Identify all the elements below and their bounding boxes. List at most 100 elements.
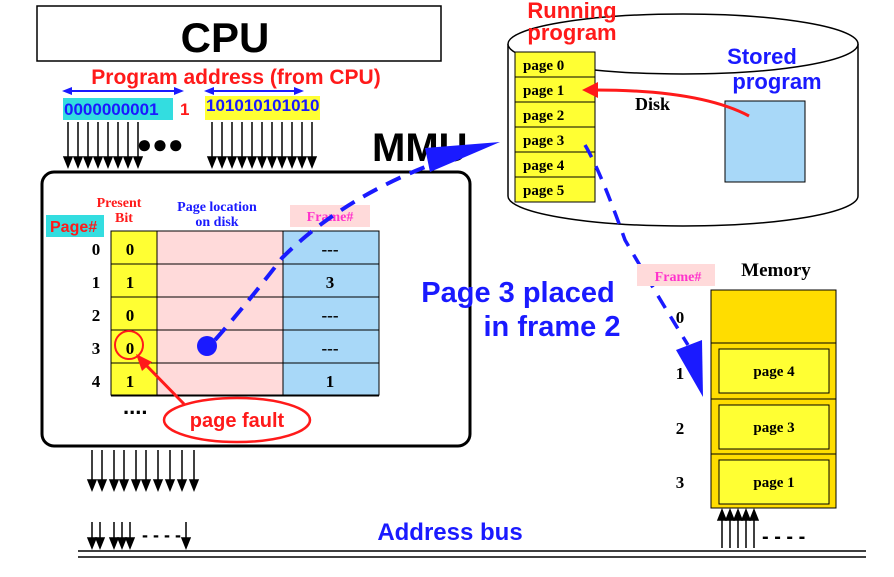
table-row: 2 0 --- [92,306,379,331]
bus-ellipsis-top: ●●● [136,129,183,159]
page-bits-last-digit: 1 [180,100,189,119]
running-program-page-label: page 1 [523,83,564,99]
address-line-arrow [86,450,98,493]
frame-column [282,230,380,396]
page-number: 0 [92,240,101,259]
address-line-arrow [164,450,176,493]
stored-program-line1: Stored [727,44,797,69]
present-bit-header-line2: Bit [115,211,133,226]
cpu-to-mmu-address-lines [62,122,318,170]
frame-value: --- [322,240,339,259]
present-bit-header-line1: Present [97,196,142,211]
memory-address-arrow [724,507,736,548]
address-line-arrow [118,450,130,493]
memory-address-arrow [748,507,760,548]
present-bit-value: 0 [126,240,135,259]
page-number: 2 [92,306,101,325]
running-program-page: page 2 [514,101,596,128]
page-load-dashed-path [583,144,690,346]
page-bits-span-arrow [62,87,184,95]
frame-value: 3 [326,273,335,292]
frame-value: --- [322,339,339,358]
page-number: 4 [92,372,101,391]
memory-frame: 0 [676,308,685,327]
page-num-header-bg [46,215,104,237]
running-program-page: page 3 [514,126,596,153]
page-fault-ellipse [162,396,312,444]
cpu-label: CPU [181,14,270,61]
address-line-arrow [188,450,200,493]
bus-to-memory-lines [716,507,760,548]
address-line-arrow [266,122,278,170]
bus-tap-arrow [124,522,136,551]
memory-title: Memory [741,260,811,281]
page-bits-value: 0000000001 [64,100,159,119]
mmu-to-bus-address-lines [86,450,200,493]
memory-address-arrow [716,507,728,548]
address-line-arrow [72,122,84,170]
page-bits-highlight [63,98,173,120]
present-bit-value: 0 [126,339,135,358]
running-program-page-label: page 0 [523,58,564,74]
stored-program-box [724,100,806,183]
running-program-page-label: page 2 [523,108,564,124]
address-line-arrow [236,122,248,170]
running-program-page: page 4 [514,151,596,178]
memory-frame-number: 2 [676,419,685,438]
address-line-arrow [62,122,74,170]
frame-value: 1 [326,372,335,391]
address-line-arrow [102,122,114,170]
address-bus-taps [86,522,192,551]
memory-frame-content: page 4 [753,364,795,380]
table-ellipsis: .... [123,394,147,419]
frame-value: --- [322,306,339,325]
address-line-arrow [206,122,218,170]
offset-bits-highlight [205,96,320,120]
address-line-arrow [286,122,298,170]
page-fault-circle [114,330,144,360]
running-program-page-label: page 5 [523,183,564,199]
address-line-arrow [82,122,94,170]
disk-label: Disk [635,94,670,114]
address-line-arrow [108,450,120,493]
lookup-arrowhead [425,142,500,172]
page-location-header-line1: Page location [177,200,257,215]
address-line-arrow [152,450,164,493]
load-program-arrow [582,82,750,118]
present-bit-value: 1 [126,273,135,292]
address-line-arrow [246,122,258,170]
page-fault-label: page fault [190,410,285,432]
memory-frame-number: 3 [676,473,685,492]
page-placed-line1: Page 3 placed [421,277,614,309]
memory-frame-content: page 1 [753,475,794,491]
address-line-arrow [132,122,144,170]
address-line-arrow [216,122,228,170]
running-program-title-line1: Running [527,0,616,23]
address-line-arrow [112,122,124,170]
address-line-arrow [226,122,238,170]
present-bit-value: 0 [126,306,135,325]
bus-tap-arrow [108,522,120,551]
address-line-arrow [296,122,308,170]
address-line-arrow [276,122,288,170]
address-line-arrow [140,450,152,493]
memory-frame-header: Frame# [655,270,702,285]
disk-location-dot [197,336,217,356]
address-line-arrow [256,122,268,170]
memory-frame-header-bg [637,264,715,286]
address-line-arrow [96,450,108,493]
memory-frame-number: 0 [676,308,685,327]
running-program-page-label: page 3 [523,133,564,149]
running-program-page: page 5 [514,176,596,203]
running-program-page-label: page 4 [523,158,565,174]
page-num-header: Page# [50,219,97,236]
bus-tap-ellipsis: - - - - [142,525,181,545]
address-line-arrow [92,122,104,170]
memory-frame-number: 1 [676,364,685,383]
